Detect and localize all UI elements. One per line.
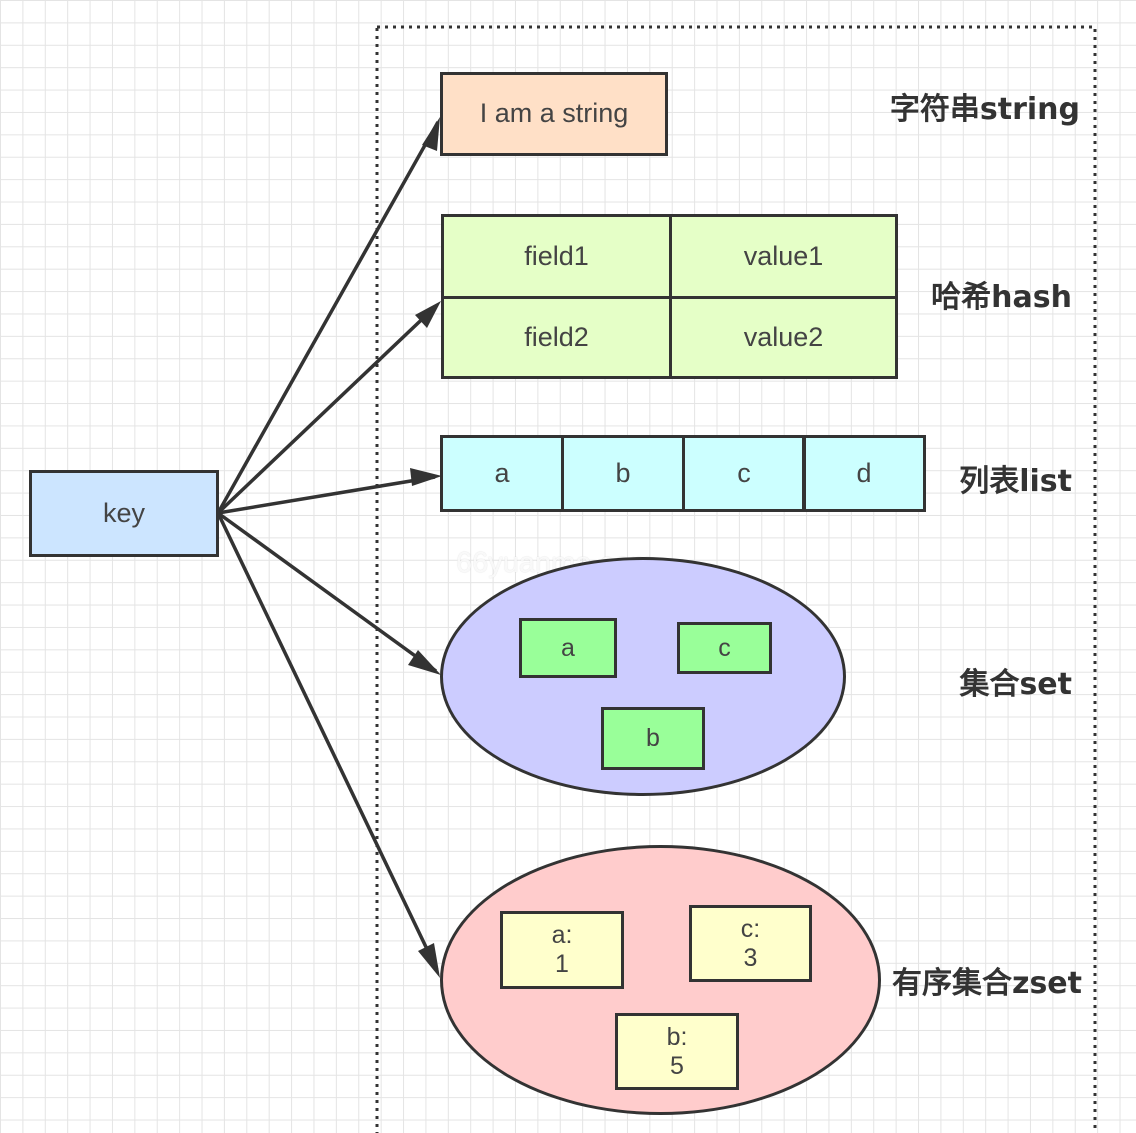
string-type-label: 字符串string — [889, 92, 1080, 127]
hash-type-label: 哈希hash — [931, 280, 1072, 315]
list-item: d — [802, 435, 926, 512]
arrowhead-hash — [415, 301, 441, 328]
arrow-to-zset — [216, 512, 439, 971]
key-node: key — [29, 470, 219, 557]
arrowhead-set — [408, 650, 441, 675]
hash-field-1: field1 — [524, 241, 589, 271]
string-value: I am a string — [479, 98, 629, 129]
hash-field-cell: field2 — [441, 296, 672, 379]
arrow-to-string — [216, 121, 440, 514]
hash-value-cell: value1 — [669, 214, 898, 299]
list-type-label: 列表list — [959, 464, 1072, 499]
hash-field-2: field2 — [524, 322, 589, 352]
arrowhead-list — [410, 468, 442, 486]
list-item: b — [561, 435, 685, 512]
hash-value-2: value2 — [743, 322, 824, 352]
string-value-box: I am a string — [440, 72, 668, 156]
zset-member-name: c: — [740, 914, 761, 943]
zset-member-name: a: — [551, 921, 573, 950]
arrowhead-zset — [418, 943, 440, 978]
key-label: key — [102, 497, 146, 528]
list-item: a — [440, 435, 564, 512]
zset-member: b: 5 — [615, 1013, 739, 1090]
hash-value-cell: value2 — [669, 296, 898, 379]
list-row: a b c d — [440, 435, 926, 512]
zset-member: c: 3 — [689, 905, 812, 982]
set-member: a — [519, 618, 617, 678]
zset-member-score: 3 — [743, 943, 758, 972]
zset-member: a: 1 — [500, 911, 624, 989]
zset-member-score: 5 — [670, 1051, 684, 1080]
arrow-to-list — [217, 475, 436, 515]
list-item: c — [682, 435, 806, 512]
set-member: c — [677, 622, 772, 674]
arrow-to-hash — [216, 304, 438, 515]
arrowhead-string — [422, 117, 440, 151]
hash-table: field1 value1 field2 value2 — [441, 214, 898, 379]
set-type-label: 集合set — [959, 667, 1072, 702]
hash-field-cell: field1 — [441, 214, 672, 299]
hash-value-1: value1 — [743, 241, 824, 271]
set-member: b — [601, 707, 705, 770]
arrow-to-set — [216, 511, 438, 673]
zset-type-label: 有序集合zset — [891, 966, 1082, 1001]
zset-member-score: 1 — [555, 950, 569, 978]
zset-member-name: b: — [666, 1022, 688, 1051]
